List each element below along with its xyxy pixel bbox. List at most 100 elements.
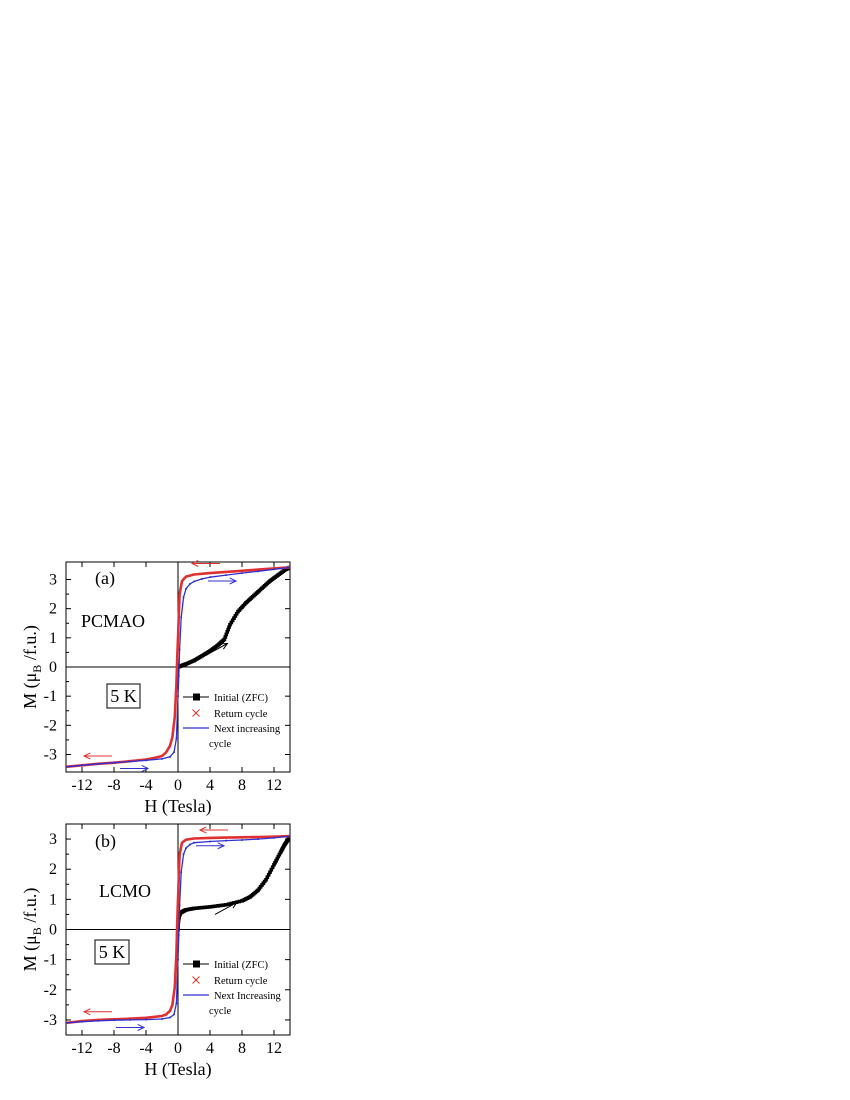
arrow-head xyxy=(137,1023,146,1031)
x-axis-label: H (Tesla) xyxy=(144,796,211,817)
y-tick-label: -3 xyxy=(44,747,57,764)
direction-arrow xyxy=(82,1008,112,1016)
data-point xyxy=(193,841,195,844)
direction-arrow xyxy=(120,765,150,772)
data-point xyxy=(265,875,270,880)
arrow-head xyxy=(217,842,226,850)
data-point xyxy=(270,865,275,870)
data-point xyxy=(223,635,228,639)
data-point xyxy=(66,1021,67,1024)
data-point xyxy=(222,637,227,642)
arrow-head xyxy=(229,901,239,909)
data-point xyxy=(225,836,227,839)
y-label-main: M (μ xyxy=(20,673,41,709)
temperature-label: 5 K xyxy=(99,942,126,962)
y-tick-label: 1 xyxy=(49,630,57,647)
legend-marker-square xyxy=(193,693,200,701)
direction-arrow xyxy=(205,642,229,656)
data-point xyxy=(173,985,176,988)
data-point xyxy=(178,853,181,856)
data-point xyxy=(273,836,275,839)
data-point xyxy=(178,648,181,651)
data-point xyxy=(177,636,179,639)
data-point xyxy=(185,587,187,590)
data-point xyxy=(205,905,210,909)
data-point xyxy=(185,847,187,850)
arrow-head xyxy=(82,752,91,760)
data-point xyxy=(230,618,235,623)
data-point xyxy=(161,754,163,757)
y-tick-label: 0 xyxy=(49,659,57,676)
data-point xyxy=(241,836,243,839)
data-point xyxy=(176,657,179,660)
x-tick-label: -12 xyxy=(71,1040,92,1057)
data-point xyxy=(209,840,211,843)
data-point xyxy=(175,737,178,740)
data-point xyxy=(273,568,275,571)
data-point xyxy=(226,627,230,632)
data-point xyxy=(241,569,243,572)
data-point xyxy=(194,906,199,910)
data-point xyxy=(257,568,259,571)
data-point xyxy=(178,593,181,596)
y-tick-label: -1 xyxy=(44,952,57,969)
legend-label-cycle: cycle xyxy=(209,739,231,750)
data-point xyxy=(181,841,183,844)
data-point xyxy=(66,765,67,768)
y-axis-label: M (μB /f.u.) xyxy=(20,625,44,709)
data-point xyxy=(161,757,163,760)
legend-label-next: Next increasing xyxy=(214,724,281,735)
direction-arrow xyxy=(116,1023,146,1031)
y-tick-label: 3 xyxy=(49,572,57,589)
arrow-head xyxy=(190,559,199,567)
y-tick-label: 2 xyxy=(49,861,57,878)
x-tick-label: -8 xyxy=(107,777,120,794)
data-point xyxy=(208,905,212,909)
data-point xyxy=(272,862,276,867)
data-point xyxy=(189,843,191,846)
data-point xyxy=(169,744,171,747)
panel-label: (a) xyxy=(95,568,115,589)
series-line-2 xyxy=(66,835,290,1024)
data-point xyxy=(129,760,131,763)
data-point xyxy=(200,905,204,910)
y-tick-label: 2 xyxy=(49,601,57,618)
legend-label-initial: Initial (ZFC) xyxy=(214,960,268,971)
legend-label-cycle: cycle xyxy=(209,1006,231,1017)
data-point xyxy=(226,902,231,906)
y-tick-label: 1 xyxy=(49,891,57,908)
data-point xyxy=(176,922,179,925)
data-point xyxy=(177,934,180,937)
data-point xyxy=(171,736,174,738)
data-point xyxy=(241,572,243,575)
data-point xyxy=(257,835,259,838)
data-point xyxy=(209,576,211,579)
data-point xyxy=(241,838,243,841)
data-point xyxy=(273,860,277,865)
x-tick-label: -8 xyxy=(107,1040,120,1057)
data-point xyxy=(129,1018,131,1021)
data-point xyxy=(177,674,180,677)
x-tick-label: 0 xyxy=(174,777,182,794)
temperature-box xyxy=(106,683,141,709)
data-point xyxy=(192,906,196,911)
data-point xyxy=(225,839,227,842)
data-point xyxy=(185,838,187,841)
panel-label: (b) xyxy=(95,831,116,852)
data-point xyxy=(180,616,183,619)
y-tick-label: -3 xyxy=(44,1012,57,1029)
data-point xyxy=(185,575,187,578)
data-point xyxy=(224,632,229,637)
data-point xyxy=(274,858,278,863)
direction-arrow xyxy=(82,752,112,760)
x-tick-label: 12 xyxy=(266,777,282,794)
data-point xyxy=(210,904,215,909)
data-point xyxy=(161,1015,163,1018)
data-point xyxy=(197,906,202,910)
data-point xyxy=(225,630,229,634)
data-point xyxy=(113,761,115,764)
data-point xyxy=(277,852,282,857)
